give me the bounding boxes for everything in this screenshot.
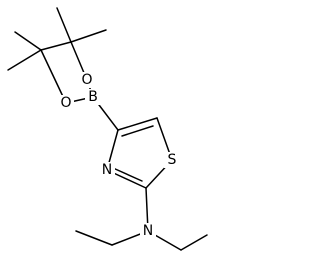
atom-nitrogen-ring: N (99, 162, 115, 178)
bond-c4-c5 (117, 117, 158, 131)
bond-c4-c5-inner (121, 125, 154, 137)
bond-c2-n3-inner (112, 167, 143, 182)
bond-ch2-ch3-right (180, 234, 208, 251)
bond-c2-methyl-a (56, 7, 72, 43)
bond-c1-c2 (40, 41, 72, 51)
atom-nitrogen-amine: N (140, 223, 156, 239)
atom-boron: B (85, 89, 101, 105)
bond-c1-methyl-b (7, 49, 42, 71)
bond-c1-methyl-a (14, 31, 42, 51)
bond-o2-c1 (40, 49, 67, 104)
diethylamino-group (75, 187, 208, 251)
sulfur-label: S (168, 152, 177, 168)
oxygen-lower-label: O (60, 95, 71, 111)
bond-ch2-ch3-left (75, 230, 113, 246)
molecule-structure: B O O N S N (7, 7, 208, 251)
bond-c2-methyl-b (70, 29, 107, 43)
nitrogen-amine-label: N (143, 223, 153, 239)
boron-label: B (88, 89, 98, 105)
atom-oxygen-upper: O (79, 72, 95, 88)
atom-sulfur: S (164, 152, 180, 168)
nitrogen-ring-label: N (102, 162, 112, 178)
atom-oxygen-lower: O (58, 95, 74, 111)
oxygen-upper-label: O (81, 72, 92, 88)
